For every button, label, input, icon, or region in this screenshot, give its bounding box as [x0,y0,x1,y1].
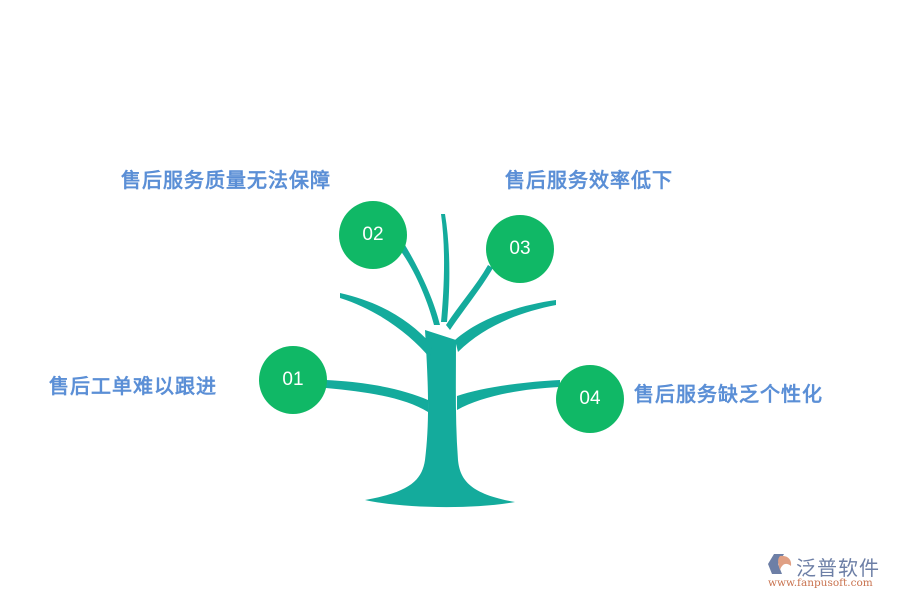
brand-url: www.fanpusoft.com [768,577,873,589]
watermark-logo: 泛普软件 www.fanpusoft.com [768,550,898,595]
node-circle-03: 03 [486,215,554,283]
node-label-03: 售后服务效率低下 [505,168,673,192]
node-circle-01: 01 [259,346,327,414]
brand-logo-icon [768,554,792,574]
node-label-02: 售后服务质量无法保障 [121,168,331,192]
node-label-01: 售后工单难以跟进 [49,374,217,398]
node-label-04: 售后服务缺乏个性化 [634,382,823,406]
brand-name: 泛普软件 [796,556,880,580]
node-circle-04: 04 [556,365,624,433]
node-circle-02: 02 [339,201,407,269]
